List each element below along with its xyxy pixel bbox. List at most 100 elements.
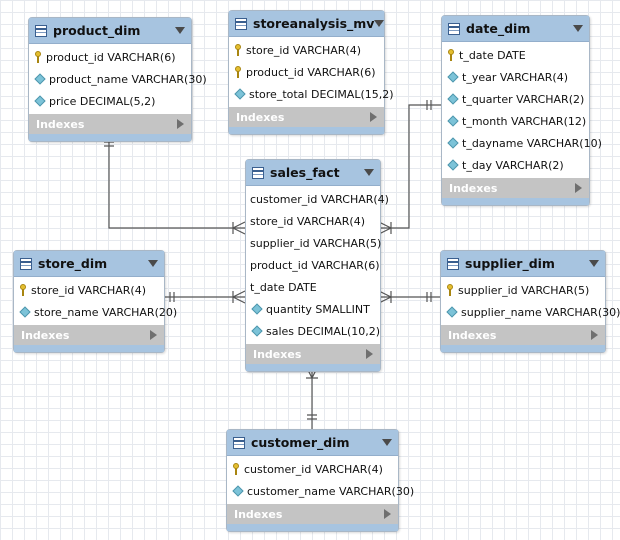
indexes-label: Indexes <box>36 117 85 131</box>
column-diamond-icon <box>447 71 459 83</box>
expand-arrow-icon[interactable] <box>177 119 184 129</box>
column-row[interactable]: t_date DATE <box>246 276 380 298</box>
table-name: store_dim <box>38 256 108 271</box>
indexes-bar[interactable]: Indexes <box>246 344 380 364</box>
column-diamond-icon <box>446 306 458 318</box>
column-row[interactable]: customer_id VARCHAR(4) <box>227 458 398 480</box>
indexes-bar[interactable]: Indexes <box>229 107 384 127</box>
column-row[interactable]: supplier_id VARCHAR(5) <box>441 279 605 301</box>
column-list: store_id VARCHAR(4)store_name VARCHAR(20… <box>14 277 177 325</box>
column-row[interactable]: product_id VARCHAR(6) <box>29 46 191 68</box>
table-sales-fact[interactable]: sales_fact customer_id VARCHAR(4) store_i… <box>245 159 389 372</box>
column-label: supplier_id VARCHAR(5) <box>250 236 382 250</box>
column-row[interactable]: product_id VARCHAR(6) <box>246 254 380 276</box>
table-footer <box>441 345 605 352</box>
column-row[interactable]: product_name VARCHAR(30) <box>29 68 207 90</box>
column-label: supplier_name VARCHAR(30) <box>461 305 620 319</box>
column-label: product_name VARCHAR(30) <box>49 72 207 86</box>
table-icon <box>20 257 32 270</box>
column-row[interactable]: quantity SMALLINT <box>246 298 380 320</box>
column-row[interactable]: t_quarter VARCHAR(2) <box>442 88 589 110</box>
table-header[interactable]: store_dim <box>14 251 164 277</box>
dropdown-arrow-icon[interactable] <box>374 20 385 27</box>
crowfoot-store-sales <box>231 290 246 304</box>
table-icon <box>447 257 459 270</box>
indexes-label: Indexes <box>449 181 498 195</box>
table-header[interactable]: date_dim <box>442 16 589 42</box>
column-row[interactable]: store_id VARCHAR(4) <box>14 279 164 301</box>
primary-key-icon <box>233 44 243 56</box>
column-label: customer_id VARCHAR(4) <box>250 192 389 206</box>
table-header[interactable]: sales_fact <box>246 160 380 186</box>
table-header[interactable]: storeanalysis_mv <box>229 11 385 37</box>
column-row[interactable]: product_id VARCHAR(6) <box>229 61 384 83</box>
column-diamond-icon <box>251 325 263 337</box>
column-label: product_id VARCHAR(6) <box>246 65 376 79</box>
table-icon <box>252 166 264 179</box>
column-row[interactable]: store_total DECIMAL(15,2) <box>229 83 394 105</box>
table-header[interactable]: supplier_dim <box>441 251 605 277</box>
column-label: store_total DECIMAL(15,2) <box>249 87 394 101</box>
dropdown-arrow-icon[interactable] <box>382 439 392 446</box>
expand-arrow-icon[interactable] <box>366 349 373 359</box>
expand-arrow-icon[interactable] <box>384 509 391 519</box>
column-row[interactable]: t_date DATE <box>442 44 589 66</box>
table-header[interactable]: product_dim <box>29 18 191 44</box>
expand-arrow-icon[interactable] <box>591 330 598 340</box>
primary-key-icon <box>231 463 241 475</box>
table-footer <box>29 134 191 141</box>
column-diamond-icon <box>447 93 459 105</box>
indexes-label: Indexes <box>234 507 283 521</box>
column-row[interactable]: store_id VARCHAR(4) <box>246 210 380 232</box>
one-mark-date-dim <box>426 100 432 110</box>
dropdown-arrow-icon[interactable] <box>573 25 583 32</box>
table-name: storeanalysis_mv <box>253 16 375 31</box>
table-customer-dim[interactable]: customer_dim customer_id VARCHAR(4)custo… <box>226 429 414 532</box>
indexes-bar[interactable]: Indexes <box>442 178 589 198</box>
column-row[interactable]: supplier_id VARCHAR(5) <box>246 232 382 254</box>
column-row[interactable]: store_id VARCHAR(4) <box>229 39 384 61</box>
column-row[interactable]: supplier_name VARCHAR(30) <box>441 301 620 323</box>
table-icon <box>448 22 460 35</box>
indexes-bar[interactable]: Indexes <box>29 114 191 134</box>
expand-arrow-icon[interactable] <box>370 112 377 122</box>
table-footer <box>229 127 384 134</box>
dropdown-arrow-icon[interactable] <box>364 169 374 176</box>
table-storeanalysis-mv[interactable]: storeanalysis_mv store_id VARCHAR(4) prod… <box>228 10 394 135</box>
column-row[interactable]: price DECIMAL(5,2) <box>29 90 191 112</box>
table-name: customer_dim <box>251 435 350 450</box>
column-diamond-icon <box>234 88 246 100</box>
column-label: t_date DATE <box>250 280 317 294</box>
table-product-dim[interactable]: product_dim product_id VARCHAR(6) product… <box>28 17 207 142</box>
column-row[interactable]: t_year VARCHAR(4) <box>442 66 589 88</box>
table-store-dim[interactable]: store_dim store_id VARCHAR(4)store_name … <box>13 250 177 353</box>
column-row[interactable]: customer_name VARCHAR(30) <box>227 480 414 502</box>
column-diamond-icon <box>251 303 263 315</box>
column-row[interactable]: t_month VARCHAR(12) <box>442 110 589 132</box>
indexes-bar[interactable]: Indexes <box>441 325 605 345</box>
expand-arrow-icon[interactable] <box>575 183 582 193</box>
table-icon <box>235 17 247 30</box>
crowfoot-product-sales <box>231 221 246 235</box>
column-diamond-icon <box>447 137 459 149</box>
table-icon <box>233 436 245 449</box>
column-label: t_quarter VARCHAR(2) <box>462 92 585 106</box>
column-list: customer_id VARCHAR(4)customer_name VARC… <box>227 456 414 504</box>
indexes-bar[interactable]: Indexes <box>227 504 398 524</box>
table-footer <box>227 524 398 531</box>
one-mark-customer-dim <box>307 414 317 420</box>
column-row[interactable]: sales DECIMAL(10,2) <box>246 320 380 342</box>
table-supplier-dim[interactable]: supplier_dim supplier_id VARCHAR(5) suppl… <box>440 250 620 353</box>
column-row[interactable]: t_dayname VARCHAR(10) <box>442 132 602 154</box>
indexes-bar[interactable]: Indexes <box>14 325 164 345</box>
dropdown-arrow-icon[interactable] <box>589 260 599 267</box>
table-header[interactable]: customer_dim <box>227 430 398 456</box>
dropdown-arrow-icon[interactable] <box>148 260 158 267</box>
column-row[interactable]: store_name VARCHAR(20) <box>14 301 177 323</box>
column-row[interactable]: t_day VARCHAR(2) <box>442 154 589 176</box>
dropdown-arrow-icon[interactable] <box>175 27 185 34</box>
expand-arrow-icon[interactable] <box>150 330 157 340</box>
column-row[interactable]: customer_id VARCHAR(4) <box>246 188 389 210</box>
